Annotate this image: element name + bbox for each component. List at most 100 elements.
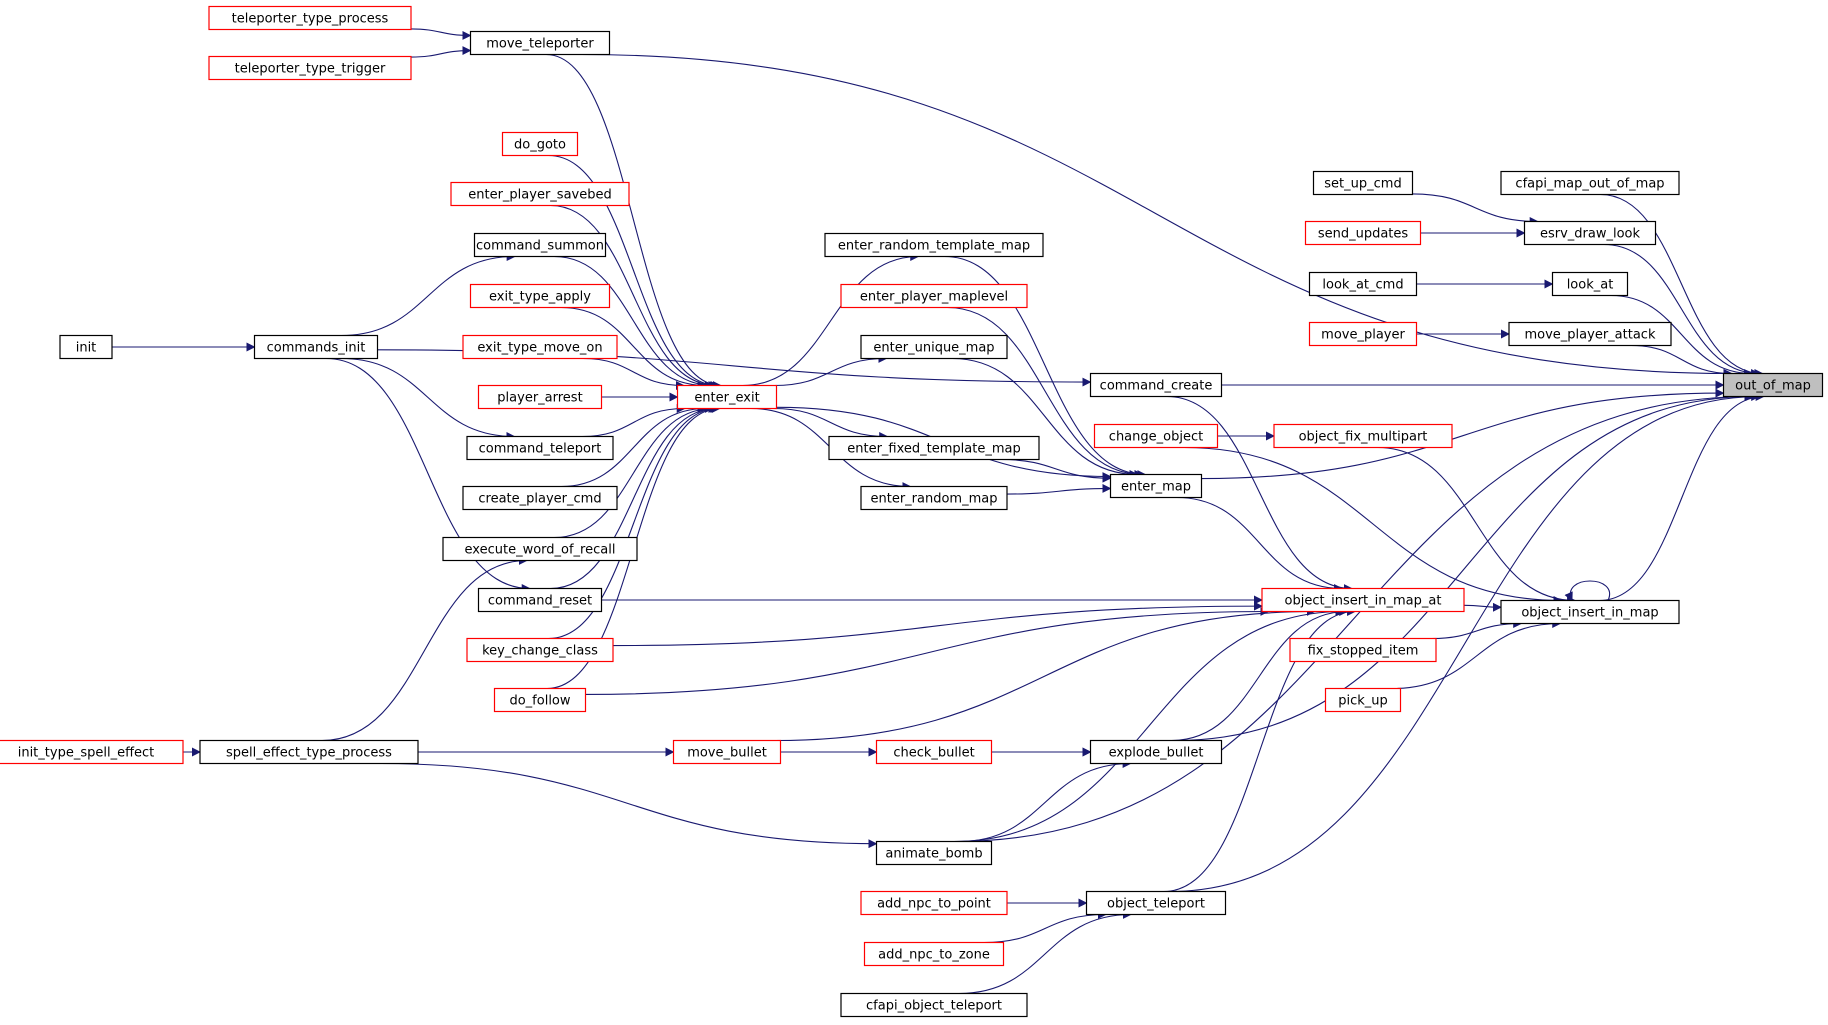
node-box: [462, 485, 618, 511]
node-enter-unique-map[interactable]: enter_unique_map: [860, 334, 1008, 360]
node-explode-bullet[interactable]: explode_bullet: [1089, 739, 1223, 765]
node-cfapi-object-teleport[interactable]: cfapi_object_teleport: [840, 992, 1028, 1018]
node-box: [462, 334, 618, 360]
node-enter-fixed-template-map[interactable]: enter_fixed_template_map: [828, 435, 1040, 461]
node-label: object_teleport: [1107, 897, 1205, 912]
edge-exit-type-move-on-to-enter-exit: [583, 357, 685, 390]
node-object-fix-multipart[interactable]: object_fix_multipart: [1273, 423, 1453, 449]
node-box: [1089, 372, 1223, 398]
node-label: init: [76, 341, 97, 356]
node-add-npc-to-point[interactable]: add_npc_to_point: [860, 890, 1008, 916]
node-label: enter_exit: [694, 391, 759, 406]
node-box: [208, 5, 412, 31]
node-init-type-spell-effect[interactable]: init_type_spell_effect: [0, 739, 184, 765]
node-object-insert-in-map[interactable]: object_insert_in_map: [1500, 599, 1680, 625]
node-label: add_npc_to_point: [877, 897, 991, 912]
node-enter-player-maplevel[interactable]: enter_player_maplevel: [840, 283, 1028, 309]
edge-execute-word-of-recall-to-enter-exit: [554, 404, 714, 539]
node-command-summon[interactable]: command_summon: [473, 232, 607, 258]
node-esrv-draw-look[interactable]: esrv_draw_look: [1523, 220, 1657, 246]
node-box: [875, 840, 993, 866]
node-exit-type-apply[interactable]: exit_type_apply: [469, 283, 611, 309]
edge-teleporter-type-trigger-to-move-teleporter: [410, 46, 472, 58]
node-box: [466, 637, 614, 663]
node-pick-up[interactable]: pick_up: [1324, 687, 1402, 713]
node-label: move_player_attack: [1525, 328, 1656, 343]
node-execute-word-of-recall[interactable]: execute_word_of_recall: [442, 536, 638, 562]
node-change-object[interactable]: change_object: [1093, 423, 1219, 449]
node-object-insert-in-map-at[interactable]: object_insert_in_map_at: [1261, 587, 1465, 613]
node-add-npc-to-zone[interactable]: add_npc_to_zone: [863, 941, 1005, 967]
node-label: command_teleport: [479, 442, 602, 457]
edge-object-fix-multipart-to-object-insert-in-map: [1377, 446, 1577, 605]
node-command-create[interactable]: command_create: [1089, 372, 1223, 398]
node-box: [59, 334, 113, 360]
node-label: move_player: [1321, 328, 1405, 343]
node-move-player-attack[interactable]: move_player_attack: [1508, 321, 1672, 347]
node-fix-stopped-item[interactable]: fix_stopped_item: [1289, 637, 1437, 663]
node-move-player[interactable]: move_player: [1308, 321, 1418, 347]
node-box: [501, 131, 579, 157]
node-enter-player-savebed[interactable]: enter_player_savebed: [450, 181, 630, 207]
node-box: [824, 232, 1044, 258]
node-init[interactable]: init: [59, 334, 113, 360]
node-box: [253, 334, 379, 360]
edge-move-player-attack-to-out-of-map: [1631, 344, 1733, 378]
node-box: [1722, 372, 1824, 398]
node-label: exit_type_move_on: [477, 341, 602, 356]
node-box: [442, 536, 638, 562]
node-command-teleport[interactable]: command_teleport: [466, 435, 614, 461]
node-animate-bomb[interactable]: animate_bomb: [875, 840, 993, 866]
edges-layer: [112, 28, 1765, 995]
node-check-bullet[interactable]: check_bullet: [875, 739, 993, 765]
node-enter-exit[interactable]: enter_exit: [676, 384, 778, 410]
node-box: [840, 283, 1028, 309]
node-box: [672, 739, 782, 765]
node-cfapi-map-out-of-map[interactable]: cfapi_map_out_of_map: [1500, 170, 1680, 196]
edge-create-player-cmd-to-enter-exit: [561, 404, 707, 488]
node-command-reset[interactable]: command_reset: [477, 587, 603, 613]
node-do-goto[interactable]: do_goto: [501, 131, 579, 157]
node-box: [469, 30, 611, 56]
node-key-change-class[interactable]: key_change_class: [466, 637, 614, 663]
edge-command-teleport-to-enter-exit: [582, 404, 686, 438]
node-exit-type-move-on[interactable]: exit_type_move_on: [462, 334, 618, 360]
node-label: cfapi_map_out_of_map: [1515, 177, 1664, 192]
node-create-player-cmd[interactable]: create_player_cmd: [462, 485, 618, 511]
node-box: [1289, 637, 1437, 663]
edge-spell-effect-type-process-to-animate-bomb: [380, 762, 878, 849]
node-commands-init[interactable]: commands_init: [253, 334, 379, 360]
node-box: [1551, 271, 1629, 297]
edge-enter-exit-to-enter-fixed-template-map: [773, 407, 889, 441]
node-player-arrest[interactable]: player_arrest: [477, 384, 603, 410]
node-label: teleporter_type_trigger: [235, 62, 386, 77]
node-out-of-map[interactable]: out_of_map: [1722, 372, 1824, 398]
node-look-at[interactable]: look_at: [1551, 271, 1629, 297]
edge-spell-effect-type-process-to-execute-word-of-recall: [322, 556, 528, 742]
node-label: enter_map: [1121, 480, 1191, 495]
node-label: object_insert_in_map: [1521, 606, 1658, 621]
node-do-follow[interactable]: do_follow: [493, 687, 587, 713]
node-label: look_at: [1567, 278, 1614, 293]
node-teleporter-type-process[interactable]: teleporter_type_process: [208, 5, 412, 31]
node-label: init_type_spell_effect: [18, 746, 155, 761]
node-move-teleporter[interactable]: move_teleporter: [469, 30, 611, 56]
edge-esrv-draw-look-to-out-of-map: [1603, 243, 1761, 378]
node-box: [1093, 423, 1219, 449]
node-label: set_up_cmd: [1324, 177, 1401, 192]
edge-key-change-class-to-object-insert-in-map-at: [612, 601, 1263, 647]
node-move-bullet[interactable]: move_bullet: [672, 739, 782, 765]
node-object-teleport[interactable]: object_teleport: [1085, 890, 1227, 916]
node-enter-random-map[interactable]: enter_random_map: [860, 485, 1008, 511]
node-look-at-cmd[interactable]: look_at_cmd: [1308, 271, 1418, 297]
node-teleporter-type-trigger[interactable]: teleporter_type_trigger: [208, 55, 412, 81]
node-label: fix_stopped_item: [1308, 644, 1419, 659]
node-send-updates[interactable]: send_updates: [1304, 220, 1422, 246]
node-box: [493, 687, 587, 713]
node-enter-map[interactable]: enter_map: [1109, 473, 1203, 499]
node-enter-random-template-map[interactable]: enter_random_template_map: [824, 232, 1044, 258]
node-spell-effect-type-process[interactable]: spell_effect_type_process: [199, 739, 419, 765]
node-box: [860, 485, 1008, 511]
node-set-up-cmd[interactable]: set_up_cmd: [1312, 170, 1414, 196]
node-label: check_bullet: [893, 746, 974, 761]
